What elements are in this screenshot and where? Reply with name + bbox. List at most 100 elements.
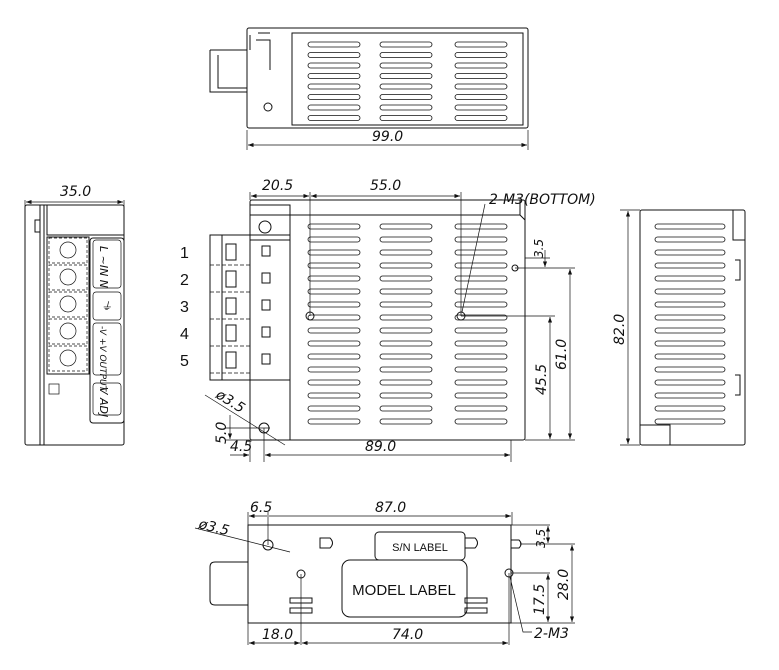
vent-slot [454, 83, 508, 90]
vent-slot [654, 392, 726, 399]
vent-slot [454, 340, 508, 347]
vent-slot [654, 418, 726, 425]
vent-slot [379, 392, 433, 399]
vent-slot [454, 62, 508, 69]
vent-slot [379, 405, 433, 412]
vent-slot [307, 366, 361, 373]
terminal-number: 1 [180, 245, 189, 262]
vent-slot [654, 262, 726, 269]
vent-slot [454, 301, 508, 308]
dim-bottom-hole-x: 6.5 [250, 500, 272, 516]
vent-slot [454, 392, 508, 399]
vent-slot [454, 262, 508, 269]
vent-slot [307, 73, 361, 79]
vent-slot [454, 379, 508, 386]
vent-slot [307, 62, 361, 69]
dim-height-b: 45.5 [534, 364, 550, 395]
vent-slot [654, 405, 726, 412]
vent-slot [654, 353, 726, 360]
vent-slot [307, 83, 361, 90]
vent-slot [379, 275, 433, 282]
vent-slot [379, 62, 433, 69]
vent-slot [654, 288, 726, 295]
vent-slot [454, 52, 508, 58]
terminal-block [48, 237, 88, 372]
vent-slots [307, 41, 508, 121]
terminal-number: 2 [180, 272, 189, 289]
vent-slot [379, 366, 433, 373]
mount-note: 2-M3 [534, 626, 569, 642]
dim-bottom-hole-dia: ø3.5 [196, 516, 231, 539]
vent-slot [307, 52, 361, 58]
vent-slot [454, 94, 508, 100]
dim-top-width: 99.0 [372, 129, 403, 145]
terminal-number: 4 [180, 326, 189, 343]
vent-slot [454, 366, 508, 373]
terminal-screw-icon [59, 349, 77, 367]
vent-slot [379, 262, 433, 269]
vent-slot [454, 353, 508, 360]
terminal-screw-icon [59, 295, 77, 313]
dim-hole-x: 4.5 [230, 439, 252, 455]
vent-slot [307, 236, 361, 243]
vent-slot [379, 41, 433, 48]
vent-slot [307, 392, 361, 399]
dim-bottom-hole-height: 17.5 [532, 584, 548, 615]
dim-bottom-span: 87.0 [375, 500, 406, 516]
label-ac-in: L ~IN N [97, 246, 110, 288]
vent-slot [307, 327, 361, 334]
vent-slot [379, 288, 433, 295]
vent-slot [379, 340, 433, 347]
vent-slot [307, 288, 361, 295]
right-view: 82.0 [612, 209, 746, 446]
vent-slot [307, 418, 361, 425]
vent-slot [379, 115, 433, 121]
vent-slot [307, 275, 361, 282]
vent-slot [379, 314, 433, 321]
vent-slot [654, 223, 726, 230]
vent-slot [454, 115, 508, 121]
vent-slot [454, 327, 508, 334]
dim-bottom-hole-spacing: 74.0 [392, 627, 423, 643]
dim-hole-spacing: 55.0 [370, 178, 401, 194]
terminal-screw-icon [59, 241, 77, 259]
vent-slot [654, 340, 726, 347]
vent-slot [654, 379, 726, 386]
vent-slot [307, 94, 361, 100]
vent-slot [307, 353, 361, 360]
vent-slot [654, 249, 726, 256]
label-output: -V +V OUTPUT [97, 326, 107, 393]
dim-left-offset: 20.5 [262, 178, 293, 194]
vent-slot [379, 418, 433, 425]
terminal-screw-icon [59, 268, 77, 286]
dim-bottom-slot: 3.5 [534, 529, 548, 548]
vent-slot [454, 275, 508, 282]
vent-slot [379, 379, 433, 386]
terminal-block [209, 234, 291, 381]
terminal-number: 5 [180, 353, 189, 370]
dim-hole-y: 5.0 [214, 422, 230, 444]
vent-slot [454, 236, 508, 243]
vent-slot [307, 301, 361, 308]
vent-slot [379, 236, 433, 243]
vent-slot [307, 104, 361, 111]
vent-slot [454, 41, 508, 48]
vent-slot [454, 288, 508, 295]
vent-slots [654, 223, 726, 425]
vent-slot [454, 418, 508, 425]
vent-slot [307, 340, 361, 347]
vent-slot [379, 83, 433, 90]
dim-top-offset: 3.5 [532, 239, 546, 258]
vent-slot [654, 275, 726, 282]
vent-slot [454, 104, 508, 111]
vent-slot [307, 405, 361, 412]
vent-slot [454, 405, 508, 412]
vent-slot [379, 223, 433, 230]
side-view: L ~IN N ⏚ -V +V OUTPUT V ADJ 35.0 [24, 184, 125, 446]
vent-slot [379, 301, 433, 308]
vent-slot [379, 73, 433, 79]
vent-slot [307, 379, 361, 386]
terminal-number: 3 [180, 299, 189, 316]
